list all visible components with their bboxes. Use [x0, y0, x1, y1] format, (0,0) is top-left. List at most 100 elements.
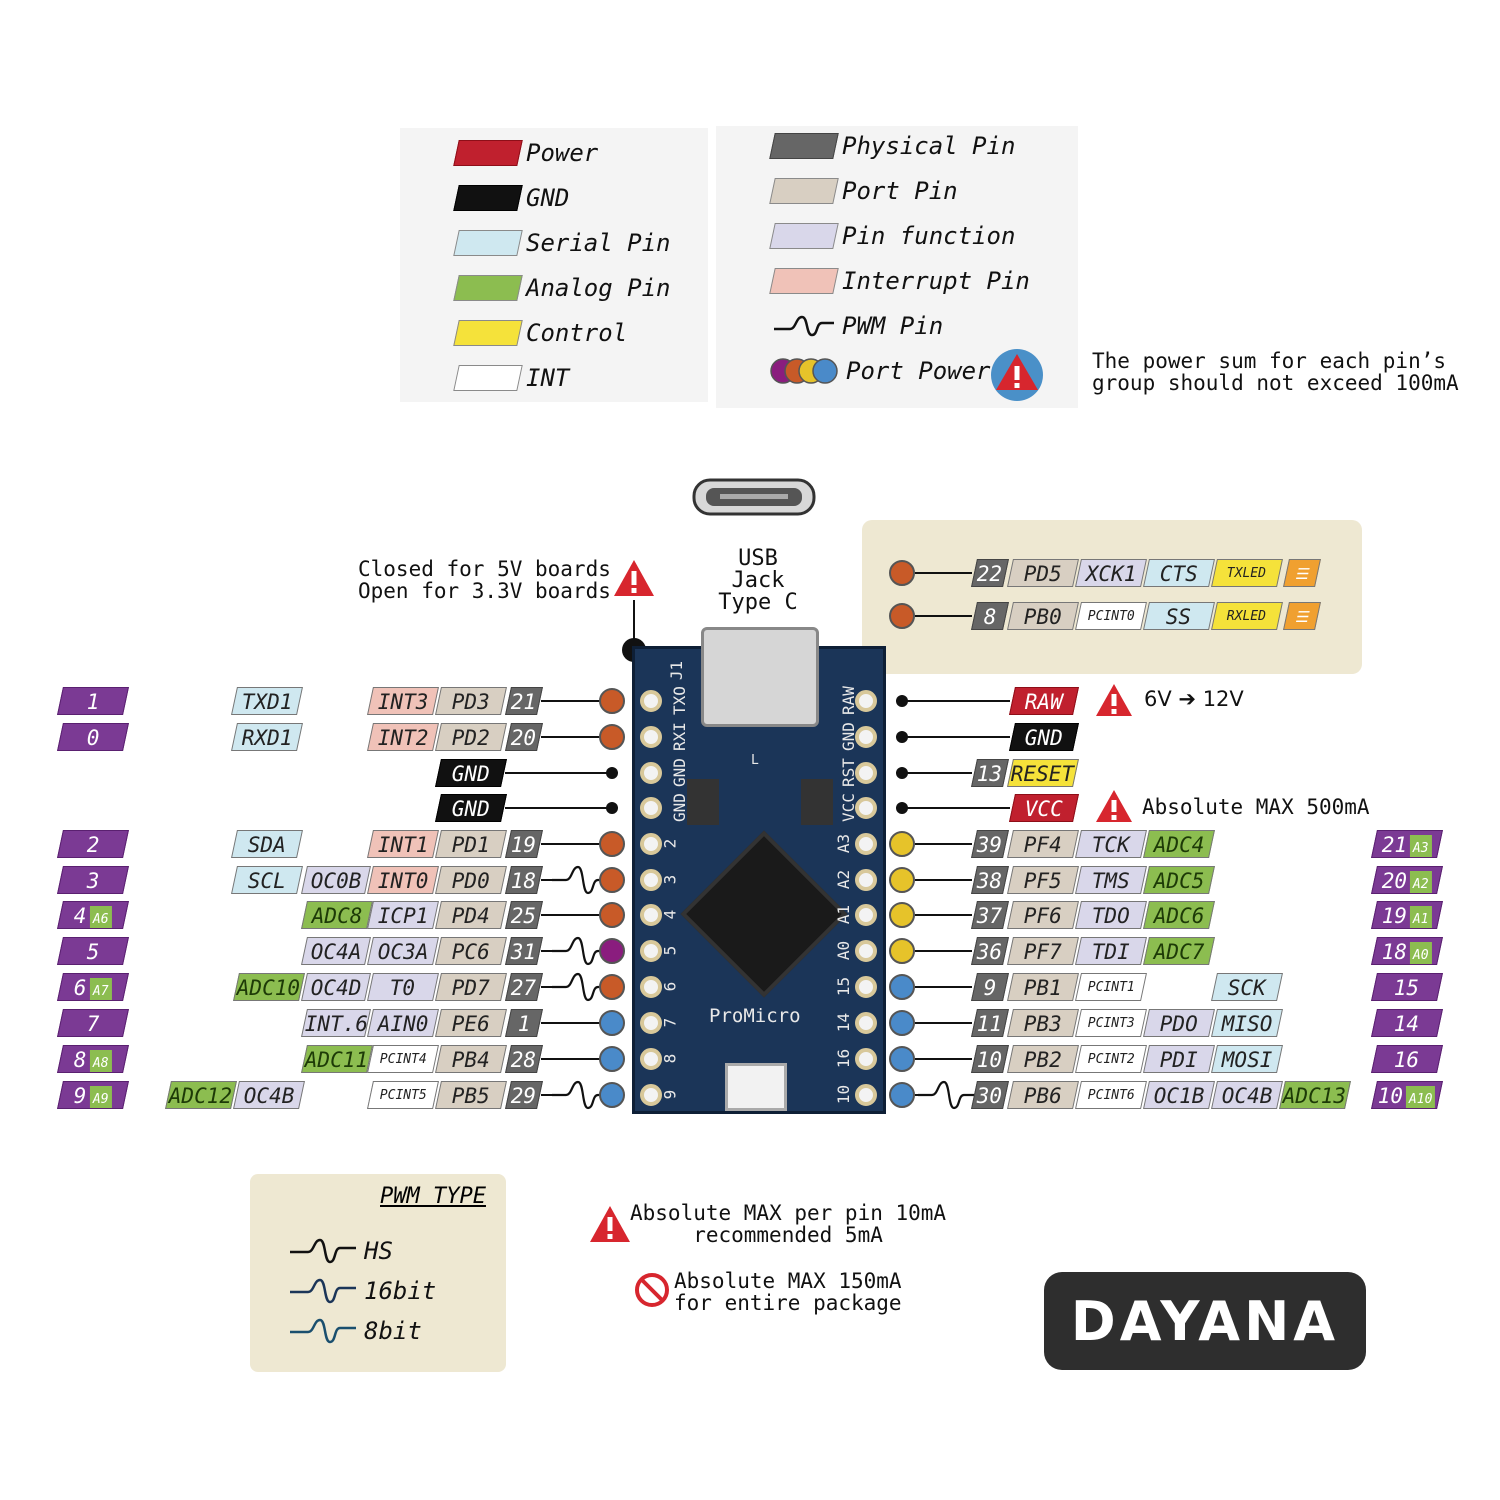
physical-pin-label: 22 [971, 559, 1009, 587]
pcint-label: PCINT2 [1075, 1045, 1147, 1073]
header-pad [855, 1048, 877, 1070]
port-power-dot [599, 902, 625, 928]
power-label-text: RAW [1024, 690, 1063, 714]
pin-wire [541, 950, 556, 952]
port-label: PB5 [435, 1081, 507, 1109]
port-power-dot [889, 1010, 915, 1036]
serial-label: RXD1 [231, 723, 303, 751]
legend-gnd: GND [453, 184, 569, 212]
function-swatch [769, 223, 839, 249]
header-pad [640, 1084, 662, 1106]
gnd-label-text: GND [1024, 726, 1063, 750]
legend-label: INT [526, 364, 570, 392]
pcint-label: PCINT5 [367, 1081, 439, 1109]
board-pin-label: GND [838, 722, 858, 751]
board-pin-label: 7 [660, 1017, 680, 1028]
serial-swatch [453, 230, 523, 256]
physical-pin-label: 11 [971, 1009, 1009, 1037]
analog-label-text: ADC12 [169, 1084, 233, 1108]
function-label-text: TDO [1091, 904, 1130, 928]
port-label-text: PD5 [1023, 562, 1062, 586]
port-label-text: PE6 [451, 1012, 490, 1036]
gnd-label-text: GND [451, 797, 490, 821]
function-label-text: PDI [1159, 1048, 1198, 1072]
header-pad [855, 726, 877, 748]
pwm-wave-icon [774, 315, 834, 337]
legend-int: INT [453, 364, 570, 392]
analog-label-text: ADC10 [237, 976, 301, 1000]
analog-label-text: ADC4 [1153, 833, 1205, 857]
pcint-label-text: PCINT5 [379, 1088, 427, 1103]
port-label-text: PF7 [1023, 940, 1062, 964]
port-power-dot [889, 902, 915, 928]
arduino-pin-label-text: 7 [86, 1012, 100, 1036]
header-label: J1 [667, 660, 687, 681]
gnd-label: GND [435, 759, 507, 787]
port-label: PB4 [435, 1045, 507, 1073]
port-label: PB3 [1007, 1009, 1079, 1037]
pwm-type-panel [250, 1174, 506, 1372]
physical-pin-label-text: 27 [511, 976, 537, 1000]
serial-label-text: CTS [1159, 562, 1198, 586]
arduino-pin-label-text: 0 [86, 726, 100, 750]
physical-pin-label: 10 [971, 1045, 1009, 1073]
port-label-text: PB1 [1023, 976, 1062, 1000]
legend-physical: Physical Pin [769, 132, 1016, 160]
header-pad [640, 940, 662, 962]
pcint-label: PCINT6 [1075, 1081, 1147, 1109]
port-label: PD4 [435, 901, 507, 929]
arrow-right-icon: ➔ [1171, 687, 1203, 711]
function-label-text: OC4A [310, 940, 362, 964]
physical-pin-label: 25 [505, 901, 543, 929]
physical-pin-label-text: 10 [977, 1048, 1003, 1072]
reset-button[interactable] [725, 1063, 787, 1111]
pwm-type-title: PWM TYPE [380, 1184, 486, 1209]
usb-port-on-board [701, 627, 819, 727]
arduino-pin-label-text: 21 [1381, 833, 1407, 857]
legend-label: Physical Pin [842, 132, 1016, 160]
arduino-pin-label-text: 20 [1381, 869, 1407, 893]
board-pin-label: RST [838, 758, 858, 787]
port-power-dot [889, 867, 915, 893]
port-label: PF4 [1007, 830, 1079, 858]
header-pad [855, 797, 877, 819]
pin-wire [915, 914, 972, 916]
pwm-16bit-row: 16bit [288, 1276, 436, 1306]
arduino-pin-label-text: 10 [1377, 1084, 1403, 1108]
arduino-pin-label: 0 [57, 723, 129, 751]
function-label: PDI [1143, 1045, 1215, 1073]
port-label-text: PF4 [1023, 833, 1062, 857]
physical-pin-label: 28 [505, 1045, 543, 1073]
legend-label: Interrupt Pin [842, 267, 1030, 295]
port-label: PB6 [1007, 1081, 1079, 1109]
interrupt-label-text: INT3 [377, 690, 429, 714]
header-pad [640, 976, 662, 998]
warning-icon [614, 560, 654, 596]
port-power-dot [599, 938, 625, 964]
port-power-dot [889, 603, 915, 629]
header-pad [640, 1048, 662, 1070]
function-label-text: OC4B [243, 1084, 295, 1108]
port-power-dot [889, 1082, 915, 1108]
physical-pin-label: 27 [505, 973, 543, 1001]
arduino-pin-label-text: 9 [73, 1084, 87, 1108]
physical-pin-label-text: 11 [977, 1012, 1003, 1036]
function-label: OC3A [367, 937, 439, 965]
physical-pin-label-text: 37 [977, 904, 1003, 928]
function-label-text: OC1B [1153, 1084, 1205, 1108]
legend-label: Port Power [846, 357, 991, 385]
port-power-dot [889, 974, 915, 1000]
serial-label-text: RXD1 [241, 726, 293, 750]
serial-label-text: TXD1 [241, 690, 293, 714]
analog-label: ADC7 [1143, 937, 1215, 965]
arduino-pin-label-text: 16 [1394, 1048, 1420, 1072]
pwm-16bit-wave-icon [290, 1278, 356, 1304]
usb-c-connector-icon [692, 478, 816, 516]
pin-wire [541, 700, 600, 702]
function-label: PDO [1143, 1009, 1215, 1037]
header-pad [640, 904, 662, 926]
